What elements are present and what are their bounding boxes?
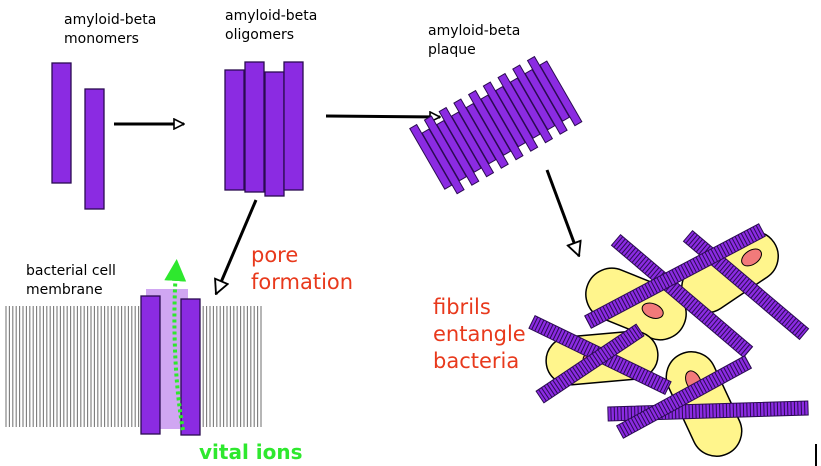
label-membrane-line1: bacterial cell [26, 263, 116, 279]
oligomer-peptide [224, 69, 245, 191]
label-fibrils-line3: bacteria [433, 349, 520, 373]
label-oligomers-line2: oligomers [225, 27, 295, 43]
oligomer-peptide [244, 61, 265, 193]
fibril-group [528, 223, 810, 439]
label-plaque-line2: plaque [428, 42, 476, 58]
label-plaque-line1: amyloid-beta [428, 23, 521, 39]
pore-peptide-right [180, 298, 201, 436]
label-pore-line2: formation [251, 270, 354, 294]
membrane-lipid-bilayer [5, 306, 262, 427]
label-fibrils-entangle: fibrils entangle bacteria [433, 294, 526, 375]
label-plaque: amyloid-beta plaque [428, 22, 520, 60]
arrow-plaque-to-fibrils [545, 169, 579, 256]
label-oligomers-line1: amyloid-beta [225, 8, 318, 24]
monomer-peptide [84, 88, 105, 210]
arrow-oligomers-to-plaque [325, 116, 440, 117]
oligomer-peptide [264, 71, 285, 197]
label-pore-formation: pore formation [251, 242, 353, 296]
label-monomers-line2: monomers [64, 31, 139, 47]
monomer-peptide [51, 62, 72, 184]
label-membrane-line2: membrane [26, 282, 103, 298]
label-monomers-line1: amyloid-beta [64, 12, 157, 28]
label-monomers: amyloid-beta monomers [64, 11, 156, 49]
arrow-oligomers-to-pore [216, 199, 258, 294]
oligomers-group [224, 61, 304, 197]
label-fibrils-line2: entangle [433, 322, 526, 346]
ion-flow-arrow [164, 259, 187, 431]
label-vital-ions: vital ions [199, 440, 303, 464]
pore-peptide-left [140, 295, 161, 435]
oligomer-peptide [283, 61, 304, 191]
monomers-group [51, 62, 105, 210]
plaque-fibril [409, 55, 583, 195]
label-pore-line1: pore [251, 243, 299, 267]
label-membrane: bacterial cell membrane [26, 262, 116, 300]
label-fibrils-line1: fibrils [433, 295, 491, 319]
label-oligomers: amyloid-beta oligomers [225, 7, 317, 45]
